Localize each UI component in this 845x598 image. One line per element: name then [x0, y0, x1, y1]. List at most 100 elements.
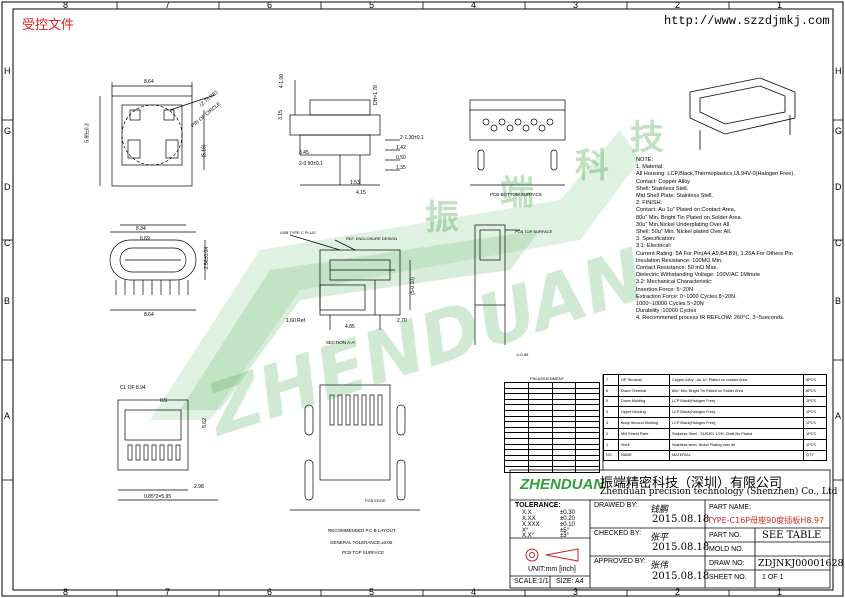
- note-line: Contact Resistance: 50 mΩ Max.: [636, 265, 718, 272]
- pin-cell: [527, 415, 553, 423]
- pin-row: [504, 426, 600, 434]
- bom-cell-qty: 1PCS: [803, 395, 827, 408]
- zone-row-c-right: C: [835, 238, 842, 248]
- zone-row-g-left: G: [4, 126, 12, 136]
- pin-row: [504, 415, 600, 423]
- pcb-top-dim: 1=0.85: [516, 352, 529, 357]
- pin-cell: [504, 443, 529, 451]
- pin-cell: [504, 432, 529, 439]
- note-line: 2. FINISH:: [636, 200, 663, 207]
- bom-cell-name: UP Terminal: [618, 374, 670, 386]
- dim-front-w1: 8.34: [136, 226, 146, 232]
- pin-cell: [504, 460, 529, 467]
- tolerance-key-3: X.XXX: [522, 522, 540, 528]
- pin-row: [504, 449, 600, 456]
- dim-section-d3: 2.70: [397, 318, 407, 324]
- bom-cell-no: 2: [603, 427, 619, 440]
- pin-cell: [551, 404, 577, 411]
- pin-cell: [575, 393, 600, 400]
- pin-cell: [504, 382, 529, 389]
- tolerance-key-1: X.X: [522, 510, 532, 516]
- note-line: 1000~10000 Cycles 5~20N: [636, 301, 704, 308]
- pin-cell: [527, 421, 553, 428]
- tolerance-val-5: ±3°: [560, 533, 570, 539]
- projection-symbol-icon: [525, 548, 579, 562]
- pin-cell: [504, 415, 529, 423]
- zone-row-a-left: A: [4, 411, 11, 421]
- draw-no-label: DRAW NO:: [709, 560, 745, 567]
- pin-cell: [504, 449, 529, 456]
- tolerance-key-4: X°: [522, 528, 529, 534]
- zone-row-d-left: D: [4, 182, 11, 192]
- zone-col-4-bottom: 4: [471, 587, 477, 597]
- part-name-value: TYPE-C16P母座90度插板H8.97: [707, 516, 825, 525]
- pcb-bottom-caption: PCB BOTTOM SURFACE: [490, 192, 543, 197]
- note-line: NOTE:: [636, 157, 654, 163]
- pin-row: [504, 437, 600, 445]
- approved-by-name: 张伟: [650, 561, 669, 571]
- zone-row-d-right: D: [835, 182, 842, 192]
- dim-section-d2: 4.85: [345, 324, 355, 330]
- dim-top-width: 8.64: [144, 79, 154, 85]
- bom-cell-no: 3: [603, 417, 619, 429]
- dim-top-h2: (5.16): [201, 144, 208, 158]
- pin-cell: [575, 449, 600, 456]
- zone-row-b-right: B: [835, 296, 842, 306]
- pin-cell: [575, 410, 600, 417]
- tolerance-val-1: ±0.30: [560, 510, 575, 516]
- section-view: [289, 234, 411, 330]
- pin-cell: [551, 437, 577, 445]
- pin-cell: [575, 465, 600, 473]
- bom-cell-no: 6: [603, 384, 619, 397]
- dim-front-h: 2.56±0.04: [204, 246, 211, 270]
- layout-pcb-edge: PCB EDGE: [365, 498, 386, 503]
- top-view: [99, 82, 216, 187]
- dim-side-d3: 2-1.30±0.1: [400, 135, 424, 141]
- dim-side-d8: 2-0.90±0.1: [299, 161, 323, 167]
- zone-col-6-bottom: 6: [267, 587, 273, 597]
- zone-col-2-bottom: 2: [675, 587, 681, 597]
- pcb-top-caption: PCB TOP SURFACE: [515, 229, 553, 234]
- pin-row: [504, 443, 600, 451]
- pin-cell: [504, 410, 529, 417]
- zone-row-h-right: H: [835, 66, 842, 76]
- sheet-no-value: 1 OF 1: [762, 574, 784, 581]
- note-line: 3. Specification:: [636, 236, 676, 243]
- bom-cell-qty: 1PCS: [803, 417, 827, 429]
- bom-cell-desc: LCP Black(Halogen Free),: [669, 406, 804, 419]
- bom-cell-desc: Stainless steel, Nickel Plating over all: [669, 438, 804, 451]
- pin-cell: [527, 454, 553, 462]
- pin-assignment-table: [504, 382, 600, 473]
- pin-row: [504, 432, 600, 439]
- note-line: Mid Shell Plate: Stainless Stell.: [636, 193, 714, 200]
- checked-date: 2015.08.18: [652, 542, 710, 553]
- bom-cell-no: 7: [603, 374, 619, 386]
- bom-cell-no: 5: [603, 395, 619, 408]
- dim-side-d9: 1.53: [350, 180, 360, 186]
- zone-col-5-bottom: 5: [369, 587, 375, 597]
- size-label: SIZE: A4: [556, 578, 584, 585]
- note-line: Contact: Copper Alloy: [636, 178, 691, 185]
- note-line: Insertion Force: 5~20N: [636, 286, 694, 293]
- zone-col-8-top: 8: [63, 0, 69, 10]
- website-url[interactable]: http://www.szzdjmkj.com: [664, 14, 830, 28]
- note-line: 3.2: Mechanical Characteristic:: [636, 279, 713, 286]
- zone-row-g-right: G: [835, 126, 843, 136]
- zone-col-7-bottom: 7: [165, 587, 171, 597]
- pin-cell: [527, 393, 553, 400]
- watermark-cn-2: 端: [500, 174, 534, 212]
- pin-cell: [527, 443, 553, 451]
- approved-by-label: APPROVED BY:: [594, 558, 646, 565]
- front-view: [109, 224, 206, 311]
- note-line: 1. Material:: [636, 164, 664, 171]
- part-no-value: SEE TABLE: [762, 530, 822, 541]
- zone-row-a-right: A: [835, 411, 842, 421]
- note-line: 4. Recommened process IR REFLOW: 260°C, …: [636, 315, 785, 322]
- pin-cell: [551, 410, 577, 417]
- pin-row: [504, 404, 600, 411]
- note-line: 80u" Min. Bright Tin Plated on Solder Ar…: [636, 214, 741, 221]
